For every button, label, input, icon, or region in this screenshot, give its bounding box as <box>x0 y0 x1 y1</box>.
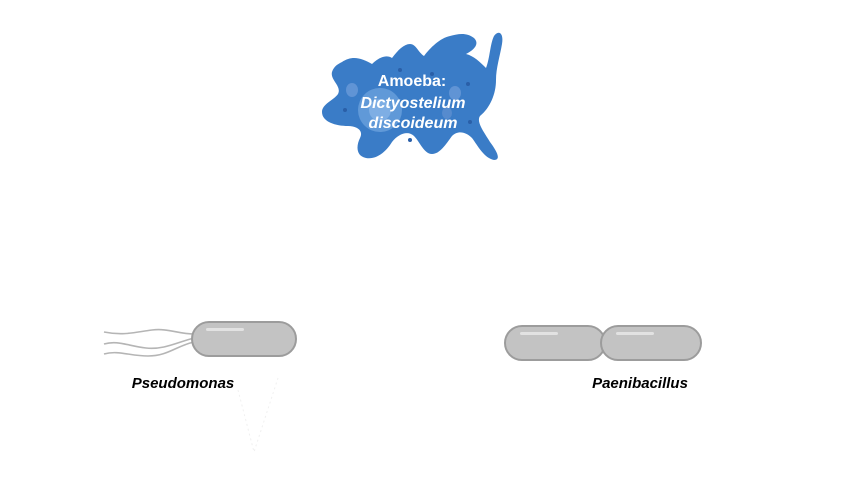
amoeba-species-line2: discoideum <box>369 115 458 132</box>
pseudomonas-label: Pseudomonas <box>132 375 235 392</box>
cell-highlight <box>616 332 654 335</box>
amoeba-nucleus-inner <box>369 99 391 121</box>
amoeba-vacuole <box>346 83 358 97</box>
amoeba-body <box>322 32 503 160</box>
flagellum <box>103 328 195 335</box>
amoeba-vacuole <box>449 86 461 100</box>
flagellum <box>103 337 195 350</box>
amoeba-species-line1: Dictyostelium <box>361 95 466 112</box>
amoeba-granule <box>430 72 434 76</box>
paenibacillus-bacterium <box>504 325 702 361</box>
amoeba-title: Amoeba: <box>378 73 446 90</box>
amoeba-granule <box>468 120 472 124</box>
amoeba-vacuole <box>442 107 452 119</box>
rod-cell <box>191 321 297 357</box>
amoeba-granule <box>408 138 412 142</box>
amoeba-granule <box>343 108 347 112</box>
flagellum <box>103 341 195 357</box>
rod-cell <box>504 325 606 361</box>
flagella <box>103 328 195 357</box>
paenibacillus-label: Paenibacillus <box>592 375 688 392</box>
cell-highlight <box>206 328 244 331</box>
cell-highlight <box>520 332 558 335</box>
amoeba-granule <box>398 68 402 72</box>
rod-cell <box>600 325 702 361</box>
faint-trace <box>237 377 279 454</box>
amoeba-granule <box>466 82 470 86</box>
amoeba: Amoeba: Dictyostelium discoideum <box>322 32 503 160</box>
pseudomonas-bacterium <box>103 321 297 454</box>
